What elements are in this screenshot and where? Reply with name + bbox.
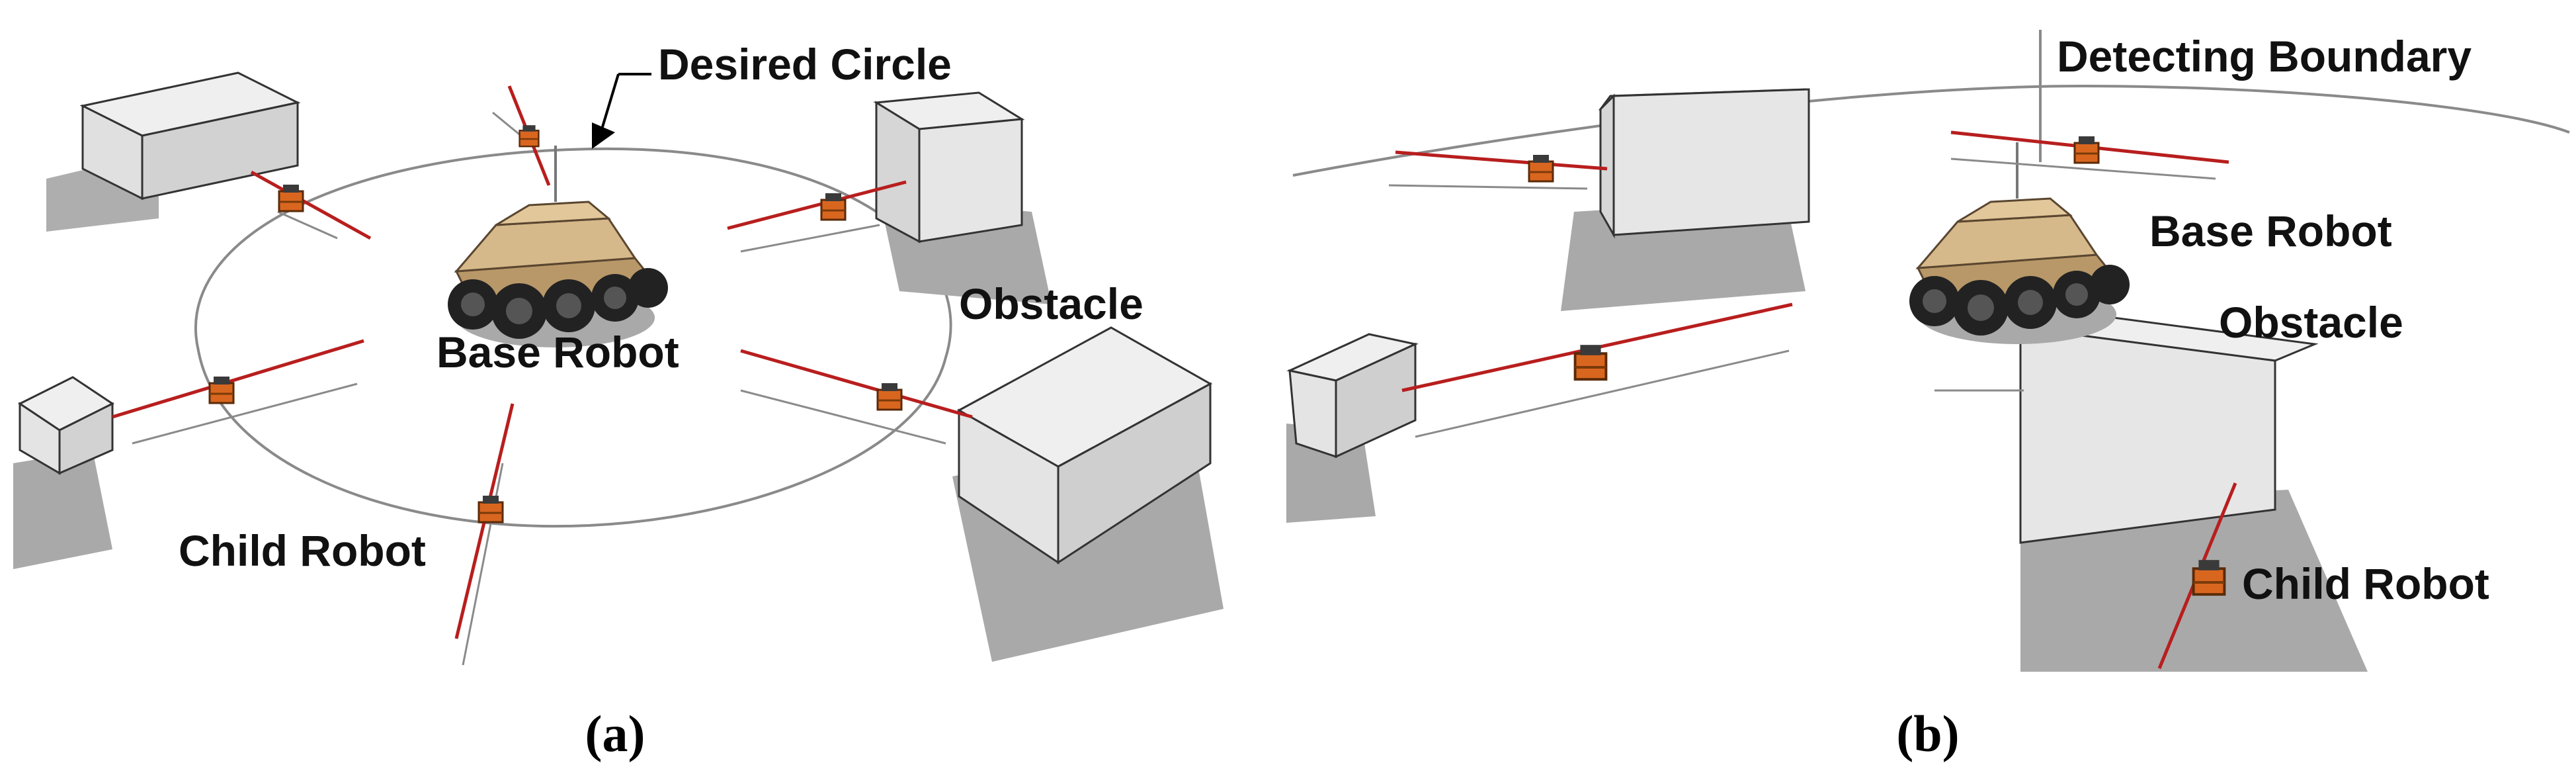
panel-b: Detecting Boundary Base Robot Obstacle C… <box>1286 30 2569 762</box>
child-robot-b3 <box>1402 304 1792 437</box>
detecting-boundary-path <box>1293 86 2569 175</box>
child-robot-a4 <box>112 341 364 443</box>
child-robot-b2 <box>1951 132 2229 179</box>
label-detecting-boundary-b: Detecting Boundary <box>2057 32 2472 81</box>
obstacle-box-b1 <box>1561 89 1809 311</box>
child-robot-a2 <box>251 172 370 238</box>
child-robot-a5 <box>741 351 972 443</box>
desired-circle-arrow-shaft <box>602 74 618 129</box>
obstacle-box-a3 <box>13 377 112 569</box>
child-robot-b1 <box>1389 152 1607 189</box>
child-robot-a6 <box>456 404 513 665</box>
label-base-robot-b: Base Robot <box>2149 206 2392 255</box>
obstacle-box-b3 <box>2020 311 2368 672</box>
obstacle-box-b2 <box>1286 334 1415 523</box>
caption-a: (a) <box>585 705 645 762</box>
label-desired-circle-a: Desired Circle <box>658 40 952 89</box>
obstacle-box-a1 <box>46 73 298 232</box>
base-robot-a <box>448 146 668 347</box>
child-robot-a1 <box>493 86 549 185</box>
label-child-robot-b: Child Robot <box>2242 559 2489 608</box>
label-obstacle-b: Obstacle <box>2219 298 2403 347</box>
label-obstacle-a: Obstacle <box>959 279 1143 328</box>
obstacle-box-a4 <box>952 328 1224 662</box>
caption-b: (b) <box>1896 705 1959 762</box>
label-base-robot-a: Base Robot <box>436 328 679 377</box>
base-robot-b <box>1909 142 2130 344</box>
label-child-robot-a: Child Robot <box>179 526 426 575</box>
panel-a: Desired Circle Base Robot Obstacle Child… <box>13 40 1224 762</box>
obstacle-box-a2 <box>876 93 1052 304</box>
